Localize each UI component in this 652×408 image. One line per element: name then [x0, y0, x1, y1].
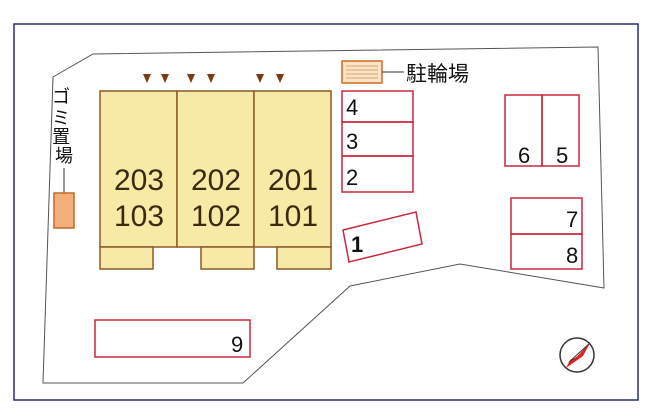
balcony	[99, 246, 154, 270]
garbage-area-label: ゴ ミ 置 場	[52, 87, 76, 167]
entrance-arrow-icon	[276, 74, 284, 83]
parking-number: 8	[566, 243, 578, 268]
parking-space	[510, 233, 583, 270]
property-outline	[42, 46, 605, 384]
unit-number-upper: 201	[268, 164, 318, 197]
parking-spaces	[94, 90, 583, 358]
bicycle-parking-label: 駐輪場	[406, 62, 469, 86]
garbage-area	[53, 192, 75, 229]
building: 203 103 202 102 201 101	[99, 90, 332, 270]
balcony	[200, 246, 255, 270]
garbage-label-char: 場	[55, 146, 73, 167]
unit-number-lower: 103	[114, 200, 164, 233]
compass-icon	[559, 337, 595, 373]
unit-number-lower: 101	[268, 200, 318, 233]
unit-number-upper: 203	[114, 164, 164, 197]
entrance-arrow-icon	[161, 74, 169, 83]
parking-number: 5	[556, 143, 568, 168]
building-block	[253, 90, 332, 248]
parking-number: 1	[351, 232, 363, 257]
map-frame	[13, 23, 639, 401]
parking-space	[541, 94, 580, 167]
parking-number: 7	[566, 207, 578, 232]
entrance-arrow-icon	[143, 74, 151, 83]
entrance-arrow-icon	[207, 74, 215, 83]
parking-space	[94, 319, 251, 358]
bicycle-parking-icon	[341, 60, 383, 84]
entrance-arrows	[143, 74, 284, 83]
garbage-label-char: ゴ	[52, 87, 70, 108]
unit-number-upper: 202	[191, 164, 241, 197]
parking-number: 4	[346, 95, 358, 120]
entrance-arrow-icon	[256, 74, 264, 83]
parking-number: 6	[518, 143, 530, 168]
parking-number: 9	[231, 332, 243, 357]
parking-number: 2	[346, 165, 358, 190]
parking-space	[341, 155, 414, 193]
unit-number-lower: 102	[191, 200, 241, 233]
garbage-label-char: ミ	[52, 108, 70, 129]
parking-number: 3	[346, 129, 358, 154]
entrance-arrow-icon	[187, 74, 195, 83]
balcony	[276, 246, 332, 270]
building-block	[176, 90, 255, 248]
garbage-label-char: 置	[52, 127, 70, 148]
parking-space	[342, 211, 423, 263]
